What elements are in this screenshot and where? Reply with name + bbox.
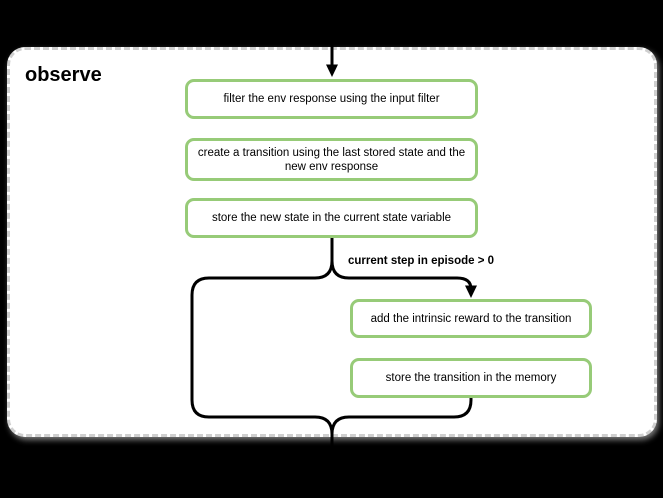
group-title: observe xyxy=(25,64,102,86)
step-filter-env-response: filter the env response using the input … xyxy=(185,79,478,119)
step-add-intrinsic-reward: add the intrinsic reward to the transiti… xyxy=(350,299,592,338)
step-label: filter the env response using the input … xyxy=(223,93,440,105)
step-label: add the intrinsic reward to the transiti… xyxy=(370,312,572,325)
step-store-new-state: store the new state in the current state… xyxy=(185,198,478,238)
step-label: store the new state in the current state… xyxy=(211,212,452,224)
branch-condition-label: current step in episode > 0 xyxy=(348,255,495,267)
step-store-transition: store the transition in the memory xyxy=(350,358,592,398)
step-label: create a transition using the last store… xyxy=(197,146,466,173)
step-create-transition: create a transition using the last store… xyxy=(185,138,478,181)
step-label: store the transition in the memory xyxy=(385,372,557,384)
